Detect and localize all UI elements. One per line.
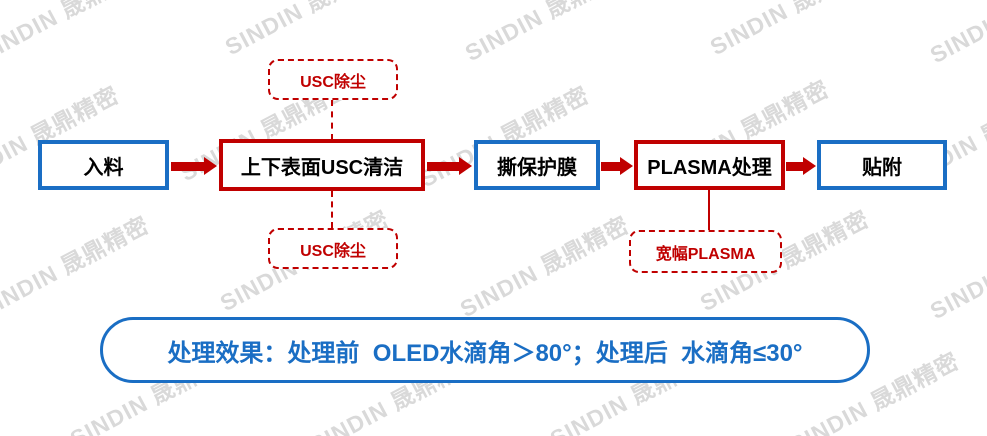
arrow-head-icon [459,157,472,175]
connector-wide-plasma [708,190,710,230]
flow-arrow-2 [427,157,472,175]
callout-usc-dust-bottom-label: USC除尘 [300,242,366,260]
arrow-body [427,161,459,171]
node-peel-film-label: 撕保护膜 [497,156,577,179]
flow-arrow-3 [601,157,633,175]
node-attach-label: 贴附 [862,156,902,179]
arrow-body [601,161,620,171]
flow-arrow-1 [171,157,217,175]
flow-arrow-4 [786,157,816,175]
node-feed-in: 入料 [38,140,169,190]
callout-wide-plasma-label: 宽幅PLASMA [655,245,756,263]
callout-usc-dust-bottom: USC除尘 [268,228,398,269]
node-usc-clean-label: 上下表面USC清洁 [240,156,404,179]
arrow-head-icon [803,157,816,175]
arrow-head-icon [620,157,633,175]
node-plasma: PLASMA处理 [634,140,785,190]
node-attach: 贴附 [817,140,947,190]
node-peel-film: 撕保护膜 [474,140,600,190]
connector-usc-dust-bottom [331,191,333,228]
arrow-head-icon [204,157,217,175]
node-feed-in-label: 入料 [83,156,124,179]
callout-usc-dust-top: USC除尘 [268,59,398,100]
arrow-body [786,161,803,171]
callout-wide-plasma: 宽幅PLASMA [629,230,782,273]
result-note-box: 处理效果：处理前 OLED水滴角＞80°；处理后 水滴角≤30° [100,317,870,383]
callout-usc-dust-top-label: USC除尘 [300,73,366,91]
node-plasma-label: PLASMA处理 [647,156,772,179]
node-usc-clean: 上下表面USC清洁 [219,139,425,191]
connector-usc-dust-top [331,100,333,140]
arrow-body [171,161,204,171]
result-note-text: 处理效果：处理前 OLED水滴角＞80°；处理后 水滴角≤30° [167,339,803,367]
